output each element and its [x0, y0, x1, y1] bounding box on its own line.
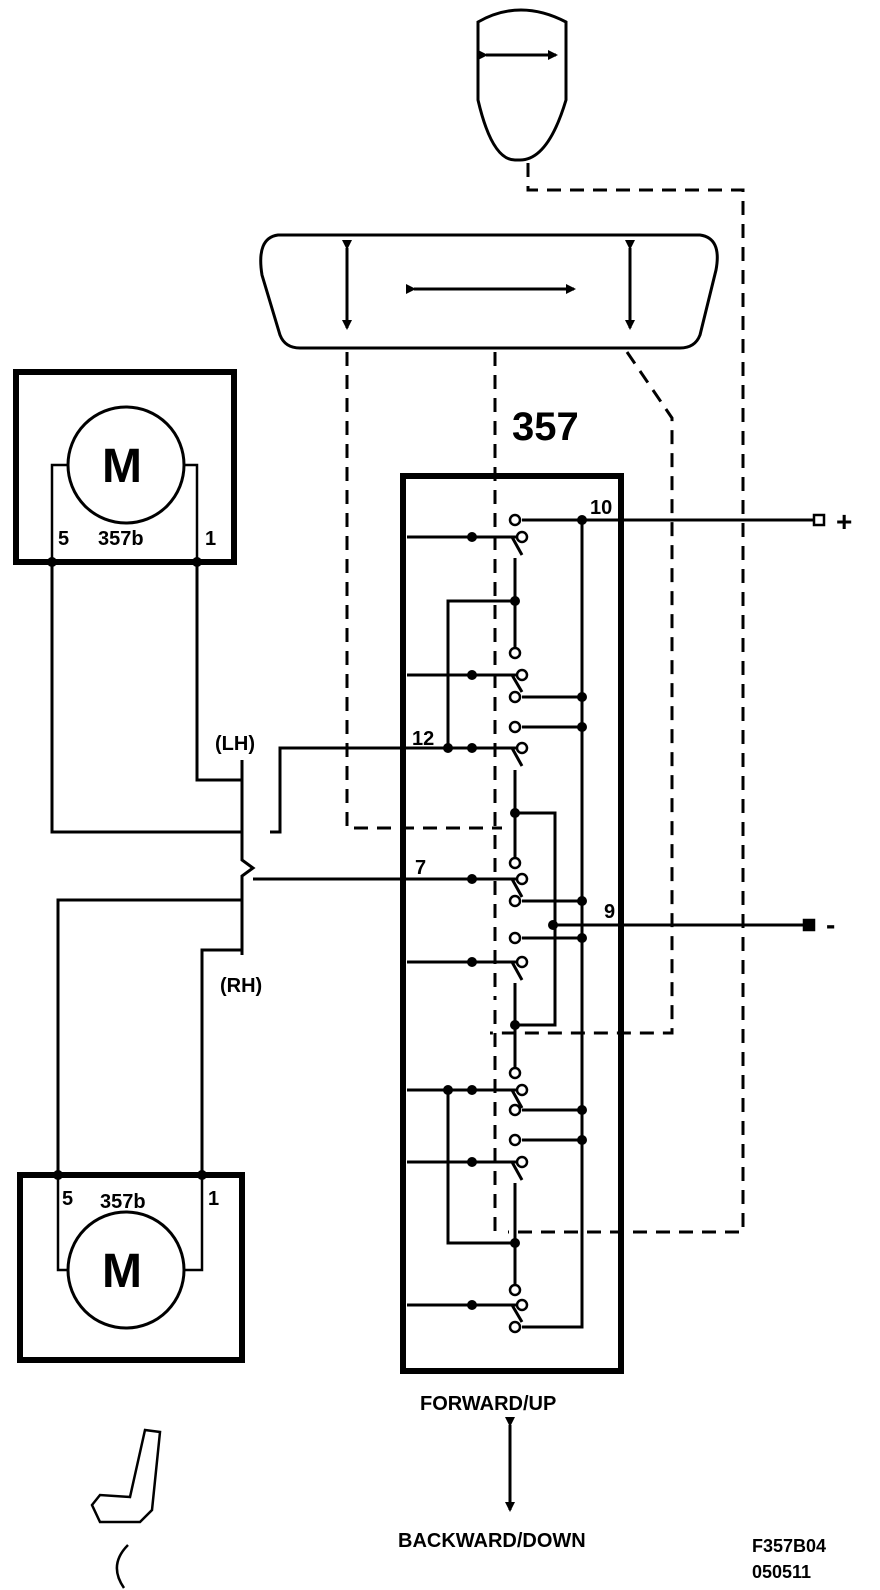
rh-label: (RH): [220, 975, 262, 997]
terminal-9-label: 9: [604, 901, 615, 923]
seat-knob: [259, 233, 719, 350]
motor-upper-pin1: 1: [205, 528, 216, 550]
motor-lower: [17, 1170, 245, 1363]
direction-down-label: BACKWARD/DOWN: [398, 1530, 586, 1552]
figure-code: F357B04: [752, 1536, 826, 1556]
motor-lower-symbol: M: [102, 1245, 142, 1298]
harness-wiring: [50, 562, 407, 1175]
minus-terminal: [802, 918, 816, 932]
motor-upper: [13, 369, 237, 567]
switch-label: 357: [512, 405, 579, 449]
plus-terminal: [812, 513, 826, 527]
contact-group-b: [407, 925, 584, 1329]
terminal-12-label: 12: [412, 728, 434, 750]
seat-icon: [90, 1428, 162, 1589]
lh-label: (LH): [215, 733, 255, 755]
minus-label: -: [826, 909, 835, 940]
motor-upper-pin5: 5: [58, 528, 69, 550]
plus-label: +: [836, 506, 852, 537]
motor-lower-id: 357b: [100, 1191, 146, 1213]
backrest-knob: [476, 8, 568, 162]
motor-lower-pin1: 1: [208, 1188, 219, 1210]
direction-up-label: FORWARD/UP: [420, 1393, 556, 1415]
open-contacts: [508, 513, 529, 1334]
motor-upper-symbol: M: [102, 440, 142, 493]
motor-lower-pin5: 5: [62, 1188, 73, 1210]
terminal-7-label: 7: [415, 857, 426, 879]
figure-date: 050511: [752, 1562, 811, 1582]
motor-upper-id: 357b: [98, 528, 144, 550]
terminal-10-label: 10: [590, 497, 612, 519]
junction-dots: [443, 515, 587, 1310]
